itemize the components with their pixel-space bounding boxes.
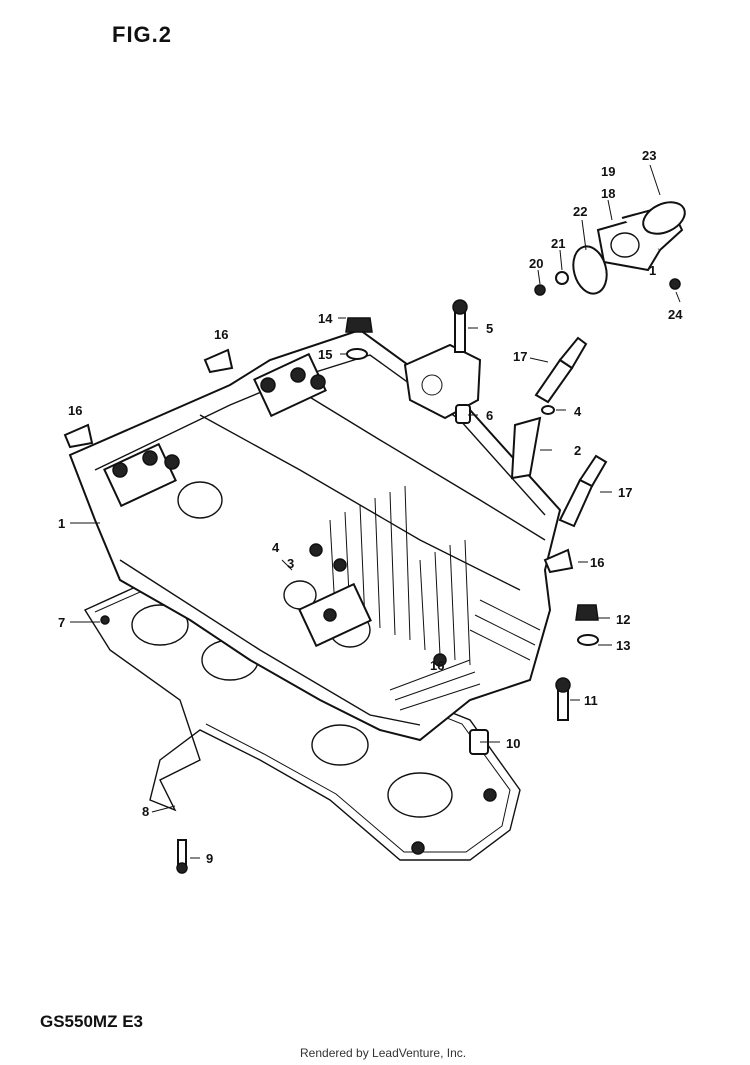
callout-12: 12 (616, 612, 630, 627)
callout-7: 7 (58, 615, 65, 630)
plug-cap (63, 423, 94, 449)
callout-24: 24 (668, 307, 683, 322)
o-ring (572, 245, 608, 295)
callout-19: 19 (601, 164, 615, 179)
plug-cap (543, 548, 574, 574)
callout-23: 23 (642, 148, 656, 163)
dowel-pin (455, 404, 471, 424)
callout-15: 15 (318, 347, 332, 362)
screw (176, 839, 188, 874)
callout-4b: 4 (272, 540, 280, 555)
bolt (555, 677, 571, 721)
callout-1: 1 (58, 516, 65, 531)
oil-seal (541, 405, 555, 415)
callout-16d: 16 (430, 658, 444, 673)
callout-21: 21 (551, 236, 565, 251)
valve-guide (510, 416, 542, 480)
plug-cap (203, 348, 234, 374)
cap-nut (345, 317, 373, 333)
cam-cap (403, 343, 482, 420)
callout-3: 3 (287, 556, 294, 571)
callout-6: 6 (486, 408, 493, 423)
nut (575, 604, 599, 621)
cylinder-head-body (68, 328, 562, 742)
callout-16c: 16 (590, 555, 604, 570)
callout-4: 4 (574, 404, 582, 419)
callout-16a: 16 (214, 327, 228, 342)
callout-17b: 17 (618, 485, 632, 500)
credit-text: Rendered by LeadVenture, Inc. (300, 1046, 467, 1060)
callout-1b: 1 (649, 263, 656, 278)
callout-17a: 17 (513, 349, 527, 364)
callout-9: 9 (206, 851, 213, 866)
washer (577, 634, 599, 646)
leader-lines (70, 164, 681, 859)
callouts: 1 1 2 3 4 4 5 6 7 8 9 10 11 12 13 14 15 … (58, 148, 683, 866)
washer (346, 348, 368, 360)
spark-plug (534, 336, 588, 404)
callout-13: 13 (616, 638, 630, 653)
callout-5: 5 (486, 321, 493, 336)
callout-8: 8 (142, 804, 149, 819)
callout-18: 18 (601, 186, 615, 201)
callout-16b: 16 (68, 403, 82, 418)
callout-11: 11 (584, 693, 598, 708)
screw (669, 278, 681, 290)
callout-22: 22 (573, 204, 587, 219)
callout-2: 2 (574, 443, 581, 458)
callout-14: 14 (318, 311, 333, 326)
stud-bolt (452, 299, 468, 353)
callout-20: 20 (529, 256, 543, 271)
washer (555, 271, 569, 285)
hose-clamp (642, 201, 686, 235)
model-code: GS550MZ E3 (40, 1012, 143, 1031)
figure-title: FIG.2 (112, 22, 173, 47)
callout-10: 10 (506, 736, 520, 751)
screw (534, 284, 546, 296)
spark-plug (558, 454, 608, 528)
